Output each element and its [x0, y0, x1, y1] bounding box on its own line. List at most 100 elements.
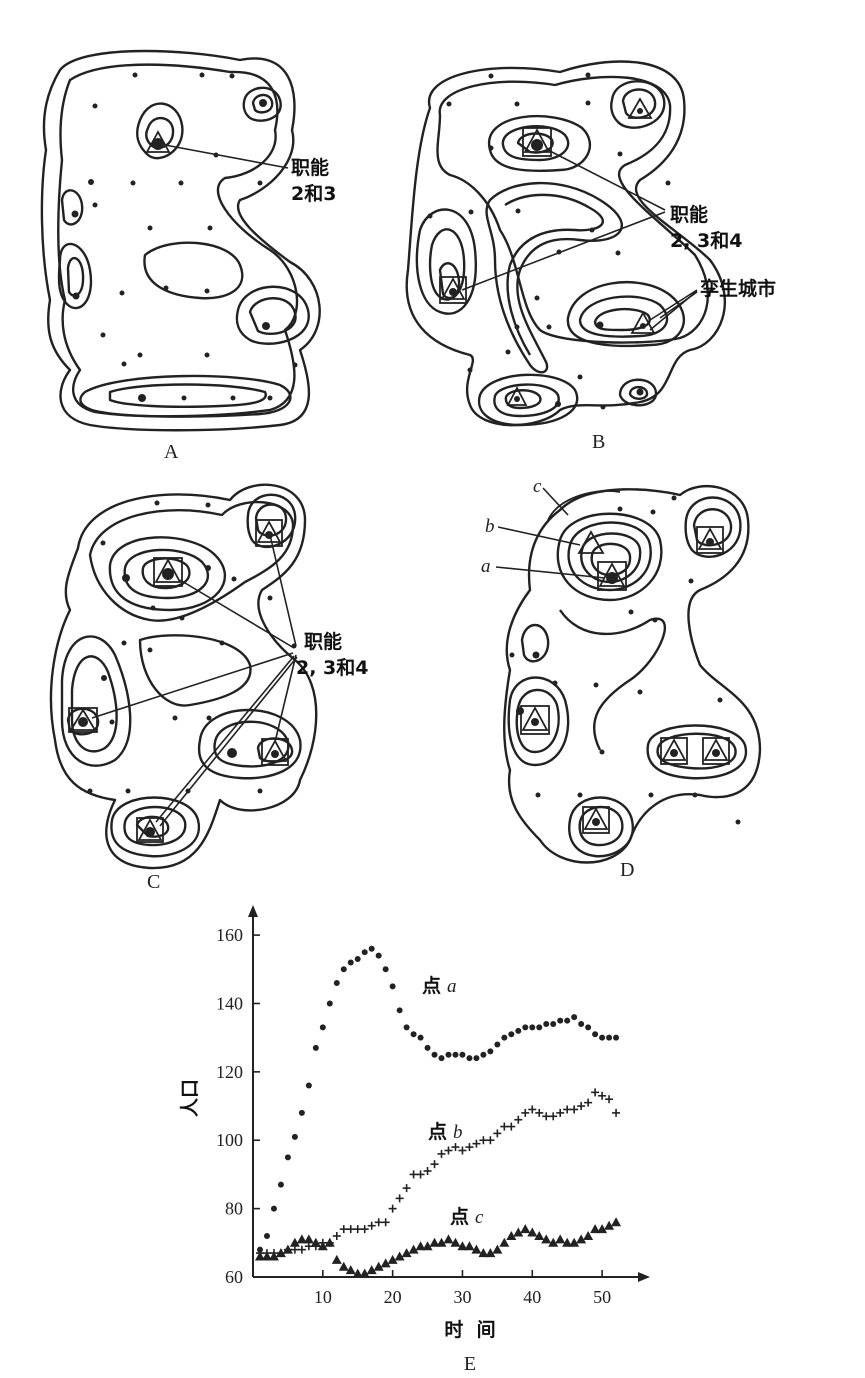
panel-b: 职能 2, 3和4 孪生城市 B: [405, 60, 776, 453]
point-b-marker: [423, 1167, 432, 1176]
point-b-marker: [472, 1139, 481, 1148]
panel-c-outer-contour: [49, 483, 318, 870]
panel-c-caption: C: [147, 871, 160, 893]
point-c-marker: [254, 1251, 265, 1261]
panel-d-contour-inner-3: [580, 532, 642, 584]
chart-x-axis-label: 时 间: [444, 1319, 495, 1341]
point-b-marker: [360, 1225, 369, 1234]
point-c-marker: [317, 1241, 328, 1251]
point-a-marker: [368, 945, 375, 952]
point-a-marker: [466, 1055, 473, 1062]
panel-d-leader-a: [495, 566, 606, 579]
point-a-marker: [585, 1024, 592, 1031]
y-tick-label: 140: [216, 993, 243, 1013]
point-a-marker: [375, 952, 382, 959]
panel-c-contour-channel: [138, 634, 252, 707]
point-c-marker: [387, 1254, 398, 1264]
point-c-marker: [275, 1248, 286, 1258]
panel-d-contour-w-1: [507, 676, 570, 767]
point-b-marker: [591, 1088, 600, 1097]
point-c-marker: [345, 1265, 356, 1275]
point-b-marker: [521, 1108, 530, 1117]
panel-c-label-line2: 2, 3和4: [296, 656, 369, 679]
point-c-marker: [541, 1234, 552, 1244]
panel-d-contour-inner-2: [567, 521, 652, 592]
point-a-marker: [326, 1000, 333, 1007]
point-a-marker: [277, 1181, 284, 1188]
point-a-marker: [417, 1034, 424, 1041]
point-b-marker: [584, 1098, 593, 1107]
point-b-marker: [493, 1129, 502, 1138]
point-c-marker: [457, 1241, 468, 1251]
panel-c-contour-n-1: [108, 536, 227, 612]
point-a-marker: [270, 1205, 277, 1212]
point-b-marker: [430, 1160, 439, 1169]
point-c-marker: [289, 1237, 300, 1247]
point-b-marker: [388, 1204, 397, 1213]
point-b-marker: [339, 1225, 348, 1234]
point-a-marker: [557, 1017, 564, 1024]
panel-d-point-a-label: a: [481, 556, 491, 577]
panel-a-contour-ne-1: [242, 86, 282, 122]
point-a-marker: [459, 1051, 466, 1058]
point-a-marker: [424, 1044, 431, 1051]
point-b-marker: [465, 1143, 474, 1152]
point-b-marker: [528, 1105, 537, 1114]
point-a-marker: [410, 1031, 417, 1038]
point-c-marker: [373, 1261, 384, 1271]
panel-d-contour-e-1: [646, 724, 748, 780]
point-a-marker: [473, 1055, 480, 1062]
panel-b-contour-s-1: [477, 373, 579, 427]
point-a-marker: [333, 979, 340, 986]
panel-c-contour-w-1: [60, 635, 132, 767]
y-tick-label: 100: [216, 1130, 243, 1150]
panel-c-label-line1: 职能: [304, 630, 342, 653]
panel-b-twin-leader-1: [649, 289, 698, 321]
panel-a-contour-s-2: [108, 383, 267, 408]
panel-b-caption: B: [592, 431, 605, 453]
point-c-marker: [520, 1224, 531, 1234]
panel-a-label-line2: 2和3: [291, 182, 336, 205]
panel-b-contour-ne-2: [621, 88, 657, 119]
panel-d-contour-s-1: [568, 796, 635, 858]
point-a-marker: [501, 1034, 508, 1041]
panel-a-label-line1: 职能: [291, 156, 329, 179]
chart-x-axis-arrow: [638, 1272, 650, 1282]
point-c-marker: [597, 1224, 608, 1234]
panel-d-outer-contour: [503, 484, 762, 864]
panel-c-contour-se-2: [213, 720, 290, 768]
point-c-marker: [478, 1248, 489, 1258]
point-b-marker: [409, 1170, 418, 1179]
point-c-marker: [464, 1241, 475, 1251]
panel-b-contour-w-1: [415, 208, 477, 315]
point-c-marker: [268, 1251, 279, 1261]
point-a-marker: [291, 1133, 298, 1140]
point-b-marker: [374, 1218, 383, 1227]
panel-c-contour-s-2: [123, 805, 187, 847]
y-tick-label: 160: [216, 925, 243, 945]
point-a-marker: [543, 1020, 550, 1027]
point-c-marker: [562, 1237, 573, 1247]
y-tick-label: 120: [216, 1062, 243, 1082]
point-c-marker: [604, 1220, 615, 1230]
panel-a-central-place: [145, 130, 171, 153]
point-b-marker: [458, 1146, 467, 1155]
series-point-letter-a: a: [447, 976, 457, 997]
panel-a-contour-n-1: [136, 102, 184, 160]
x-tick-label: 30: [453, 1287, 471, 1307]
point-b-marker: [535, 1108, 544, 1117]
panel-d-contour-channel: [559, 609, 667, 751]
panel-d-caption: D: [620, 859, 634, 881]
point-c-marker: [450, 1237, 461, 1247]
point-b-marker: [297, 1245, 306, 1254]
panel-b-contour-ne-1: [610, 80, 666, 129]
point-b-marker: [367, 1221, 376, 1230]
panel-b-contour-se-1: [566, 281, 686, 348]
point-c-marker: [576, 1234, 587, 1244]
panel-c-contour-s-1: [110, 796, 201, 858]
point-a-marker: [389, 983, 396, 990]
point-c-marker: [499, 1237, 510, 1247]
point-a-marker: [382, 966, 389, 973]
